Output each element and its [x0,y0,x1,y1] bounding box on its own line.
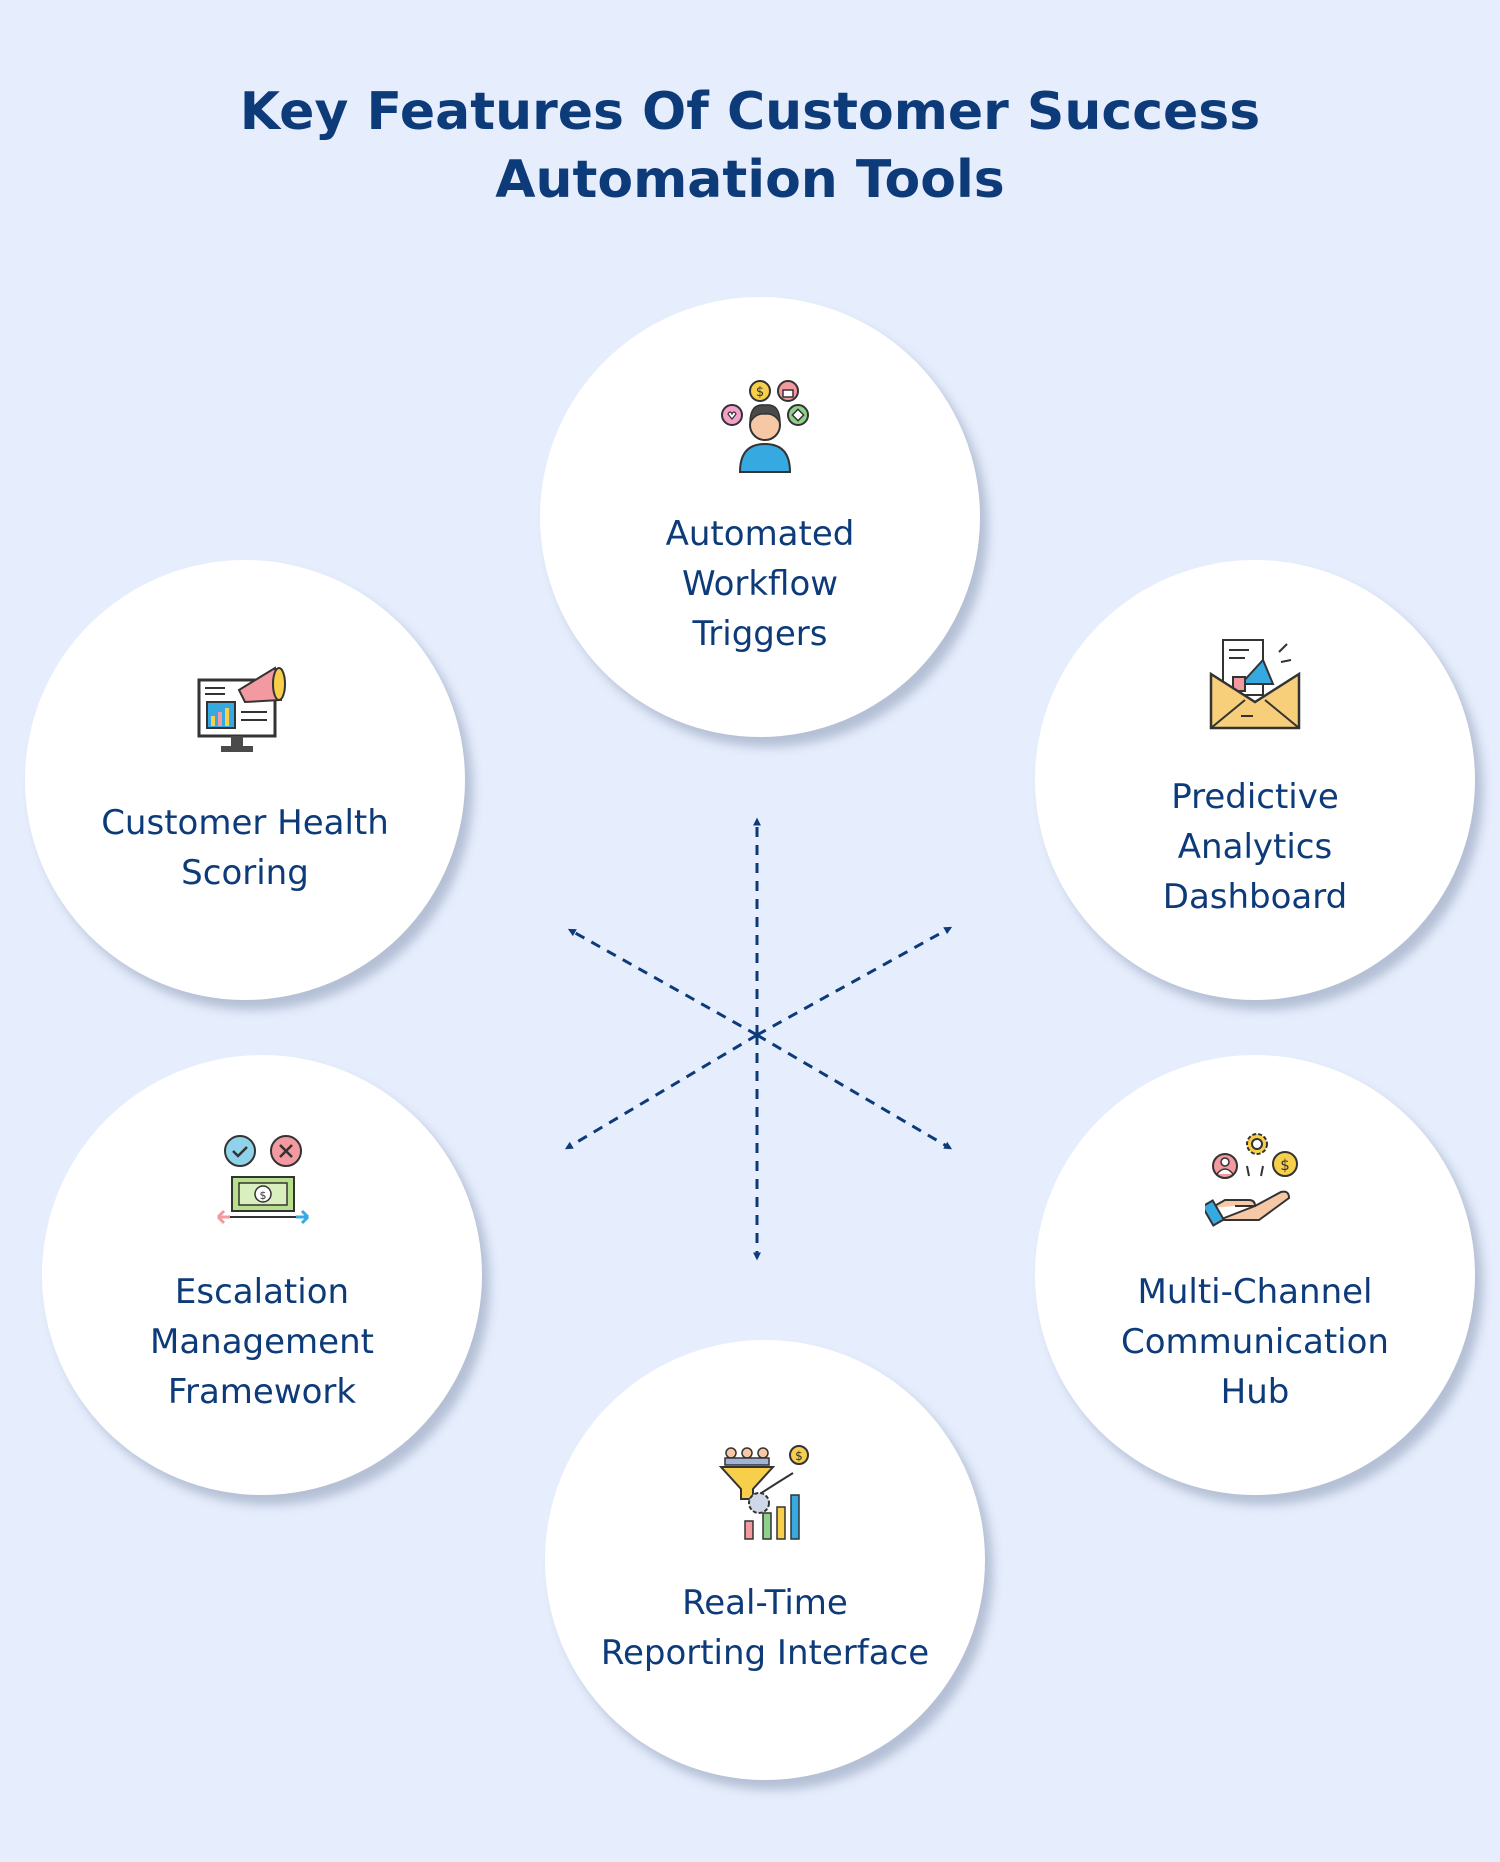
svg-text:$: $ [1280,1156,1290,1174]
email-megaphone-icon [1205,632,1305,732]
feature-label: Automated Workflow Triggers [665,514,855,654]
feature-customer-health-scoring: Customer Health Scoring [25,560,465,1000]
title-line-2: Automation Tools [495,150,1005,210]
monitor-megaphone-icon [195,662,295,762]
funnel-chart-icon: $ [715,1445,815,1545]
svg-text:$: $ [756,385,764,400]
title-line-1: Key Features Of Customer Success [239,82,1261,142]
feature-automated-workflow-triggers: $ Automated Workflow Triggers [540,297,980,737]
svg-text:$: $ [260,1189,267,1202]
feature-label: Predictive Analytics Dashboard [1162,777,1348,917]
feature-multi-channel-communication-hub: $ Multi-Channel Communication Hub [1035,1055,1475,1495]
arrow-down-right [756,1033,953,1150]
feature-escalation-management-framework: $ Escalation Management Framework [42,1055,482,1495]
arrow-up-left [567,928,758,1037]
arrow-up-right [756,926,953,1037]
feature-label: Customer Health Scoring [101,803,389,893]
hand-user-money-icon: $ [1205,1130,1305,1230]
feature-real-time-reporting-interface: $ Real-Time Reporting Interface [545,1340,985,1780]
customer-avatar-icon: $ [710,377,810,477]
svg-text:$: $ [795,1449,803,1463]
approval-money-icon: $ [212,1133,312,1233]
page-title: Key Features Of Customer Success Automat… [0,78,1500,214]
feature-label: Escalation Management Framework [150,1272,374,1412]
arrow-down-left [564,1033,758,1150]
feature-label: Multi-Channel Communication Hub [1121,1272,1389,1412]
feature-label: Real-Time Reporting Interface [600,1583,930,1673]
feature-predictive-analytics-dashboard: Predictive Analytics Dashboard [1035,560,1475,1000]
